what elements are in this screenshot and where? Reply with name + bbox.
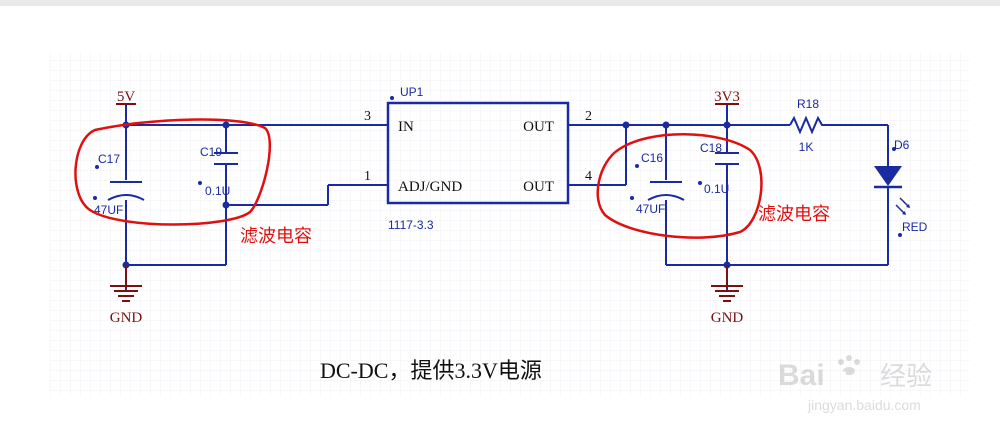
caption: DC-DC，提供3.3V电源 bbox=[320, 358, 542, 383]
gnd-symbol-left bbox=[110, 265, 142, 302]
pin-out1-name: OUT bbox=[523, 119, 554, 135]
c17-value: 47UF bbox=[94, 203, 123, 217]
port-5v: 5V bbox=[116, 89, 136, 105]
capacitor-c17: C17 47UF bbox=[93, 152, 145, 217]
resistor-r18: R18 1K bbox=[789, 97, 826, 154]
c16-value: 47UF bbox=[636, 202, 665, 216]
annotation-circle-right bbox=[596, 133, 763, 239]
regulator-designator: UP1 bbox=[400, 85, 424, 99]
c18-name: C18 bbox=[700, 141, 722, 155]
top-edge-bar bbox=[0, 0, 1000, 6]
regulator-part: 1117-3.3 bbox=[388, 218, 434, 232]
r18-value: 1K bbox=[799, 140, 814, 154]
baidu-watermark: Bai du 经验 jingyan.baidu.com bbox=[778, 355, 932, 413]
regulator-up1: UP1 1117-3.3 IN ADJ/GND OUT OUT 3 1 2 4 bbox=[348, 85, 608, 232]
pin-adj-num: 1 bbox=[364, 169, 371, 184]
capacitor-c16: C16 47UF bbox=[630, 151, 685, 216]
c18-value: 0.1U bbox=[704, 182, 729, 196]
d6-value: RED bbox=[902, 220, 928, 234]
c16-name: C16 bbox=[641, 151, 663, 165]
capacitor-c19: C19 0.1U bbox=[198, 145, 238, 198]
annotation-right-text: 滤波电容 bbox=[758, 204, 830, 225]
c19-name: C19 bbox=[200, 145, 222, 159]
pin-in-num: 3 bbox=[364, 109, 371, 124]
port-3v3: 3V3 bbox=[714, 89, 740, 105]
watermark-brand: Bai bbox=[778, 359, 825, 392]
pin-out2-num: 4 bbox=[585, 169, 592, 184]
gnd-left-label: GND bbox=[110, 310, 143, 326]
watermark-url: jingyan.baidu.com bbox=[807, 397, 921, 413]
pin-out2-name: OUT bbox=[523, 179, 554, 195]
c17-name: C17 bbox=[98, 152, 120, 166]
gnd-right-label: GND bbox=[711, 310, 744, 326]
d6-name: D6 bbox=[894, 138, 910, 152]
r18-name: R18 bbox=[797, 97, 819, 111]
led-d6: D6 RED bbox=[874, 138, 928, 237]
c19-value: 0.1U bbox=[205, 184, 230, 198]
annotation-left-text: 滤波电容 bbox=[240, 226, 312, 247]
capacitor-c18: C18 0.1U bbox=[698, 141, 739, 196]
pin-in-name: IN bbox=[398, 119, 414, 135]
gnd-symbol-right bbox=[711, 265, 743, 302]
watermark-cn: 经验 bbox=[880, 362, 932, 392]
port-5v-label: 5V bbox=[117, 89, 136, 105]
paw-icon bbox=[838, 355, 860, 375]
port-3v3-label: 3V3 bbox=[714, 89, 740, 105]
annotation-circle-left bbox=[74, 118, 272, 226]
watermark-du: du bbox=[836, 369, 858, 389]
pin-adj-name: ADJ/GND bbox=[398, 179, 462, 195]
pin-out1-num: 2 bbox=[585, 109, 592, 124]
